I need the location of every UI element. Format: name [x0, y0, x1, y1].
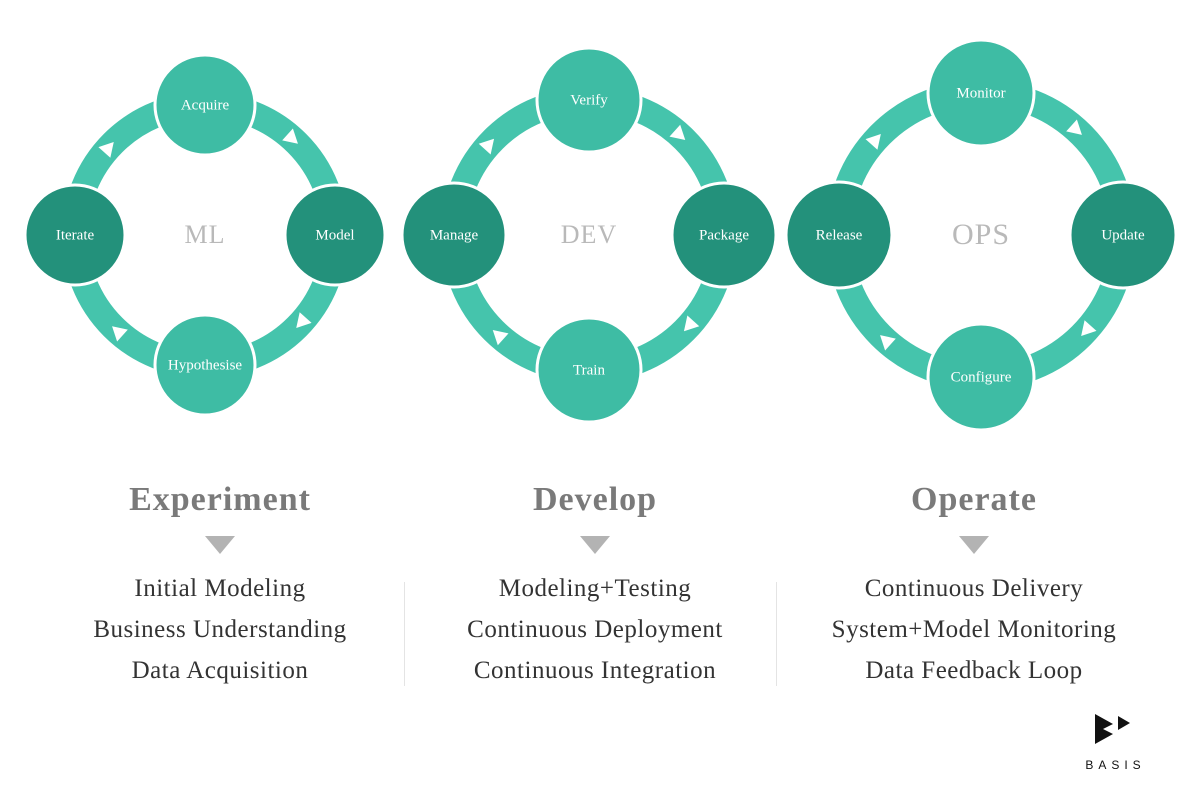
list-item: System+Model Monitoring: [831, 616, 1117, 643]
flow-arrow-icon: [492, 329, 509, 346]
node-circle: [153, 53, 257, 157]
node-label: Manage: [430, 227, 479, 243]
flow-arrow-icon: [296, 312, 312, 328]
list-item: Data Feedback Loop: [865, 657, 1083, 684]
section-items: Initial Modeling Business Understanding …: [30, 568, 410, 691]
node-train: Train: [535, 316, 643, 424]
flow-arrow-icon: [669, 124, 686, 141]
node-hypothesise: Hypothesise: [153, 313, 257, 417]
node-circle: [1068, 180, 1178, 290]
node-verify: Verify: [535, 46, 643, 154]
node-label: Acquire: [181, 97, 230, 113]
section-title: Operate: [911, 481, 1037, 518]
node-package: Package: [670, 181, 778, 289]
basis-logo-icon: [1095, 714, 1130, 744]
flow-arrow-icon: [98, 142, 114, 158]
list-item: Continuous Deployment: [467, 616, 723, 643]
node-label: Update: [1101, 227, 1145, 243]
flow-arrow-icon: [478, 138, 495, 155]
column-divider: [776, 582, 777, 686]
node-circle: [153, 313, 257, 417]
node-circle: [670, 181, 778, 289]
flow-arrow-icon: [1081, 320, 1097, 336]
list-item: Initial Modeling: [134, 575, 306, 602]
down-arrow-icon: [205, 536, 235, 554]
flow-arrow-icon: [112, 326, 128, 342]
node-label: Configure: [951, 369, 1012, 385]
node-manage: Manage: [400, 181, 508, 289]
node-circle: [535, 316, 643, 424]
list-item: Data Acquisition: [131, 657, 309, 684]
node-circle: [535, 46, 643, 154]
section-operate: Operate Continuous Delivery System+Model…: [784, 478, 1164, 691]
cycle-center-label: DEV: [561, 220, 617, 249]
section-experiment: Experiment Initial Modeling Business Und…: [30, 478, 410, 691]
cycle-center-label: OPS: [952, 218, 1010, 251]
node-label: Hypothesise: [168, 357, 243, 373]
down-arrow-icon: [580, 536, 610, 554]
node-label: Verify: [570, 92, 608, 108]
flow-arrow-icon: [1066, 119, 1082, 135]
node-circle: [784, 180, 894, 290]
down-arrow-icon: [959, 536, 989, 554]
node-model: Model: [283, 183, 387, 287]
section-develop: Develop Modeling+Testing Continuous Depl…: [405, 478, 785, 691]
node-circle: [926, 322, 1036, 432]
brand-name: BASIS: [1085, 758, 1146, 772]
node-update: Update: [1068, 180, 1178, 290]
node-label: Model: [315, 227, 354, 243]
list-item: Continuous Delivery: [864, 575, 1084, 602]
node-configure: Configure: [926, 322, 1036, 432]
node-label: Train: [573, 362, 605, 378]
node-release: Release: [784, 180, 894, 290]
node-circle: [926, 38, 1036, 148]
column-divider: [404, 582, 405, 686]
node-label: Monitor: [956, 85, 1005, 101]
node-circle: [23, 183, 127, 287]
flow-arrow-icon: [865, 134, 881, 150]
node-label: Package: [699, 227, 749, 243]
section-title: Develop: [532, 481, 658, 518]
node-iterate: Iterate: [23, 183, 127, 287]
node-circle: [283, 183, 387, 287]
list-item: Modeling+Testing: [498, 575, 692, 602]
flow-arrow-icon: [880, 335, 896, 351]
section-items: Modeling+Testing Continuous Deployment C…: [405, 568, 785, 691]
brand-logo: BASIS: [1068, 712, 1158, 772]
node-monitor: Monitor: [926, 38, 1036, 148]
section-items: Continuous Delivery System+Model Monitor…: [784, 568, 1164, 691]
node-label: Iterate: [56, 227, 95, 243]
node-acquire: Acquire: [153, 53, 257, 157]
section-title: Experiment: [129, 481, 311, 518]
flow-arrow-icon: [282, 128, 298, 144]
cycle-center-label: ML: [185, 220, 226, 249]
node-circle: [400, 181, 508, 289]
node-label: Release: [816, 227, 863, 243]
list-item: Continuous Integration: [473, 657, 717, 684]
flow-arrow-icon: [683, 315, 700, 332]
list-item: Business Understanding: [93, 616, 347, 643]
